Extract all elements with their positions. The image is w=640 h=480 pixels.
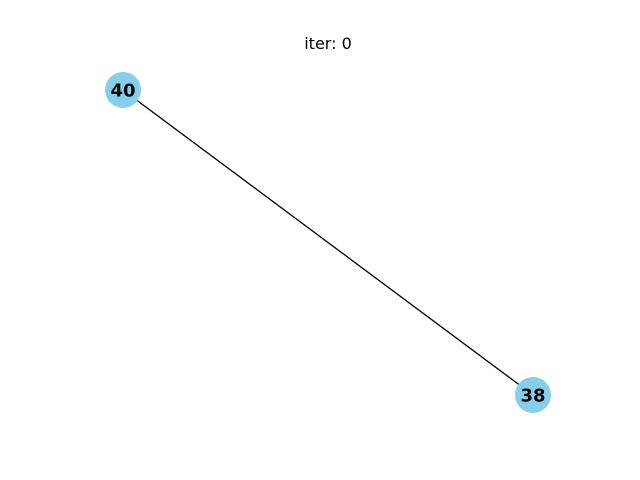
node-38-circle [515,377,551,413]
node-40: 40 [105,72,141,108]
node-38-label: 38 [520,386,545,407]
node-40-label: 40 [110,81,135,102]
plot-title: iter: 0 [304,34,352,53]
edges-layer [122,89,534,396]
node-40-circle [105,72,141,108]
node-38: 38 [515,377,551,413]
edge-40-38 [122,89,534,396]
nodes-layer: 40 38 [105,72,551,413]
